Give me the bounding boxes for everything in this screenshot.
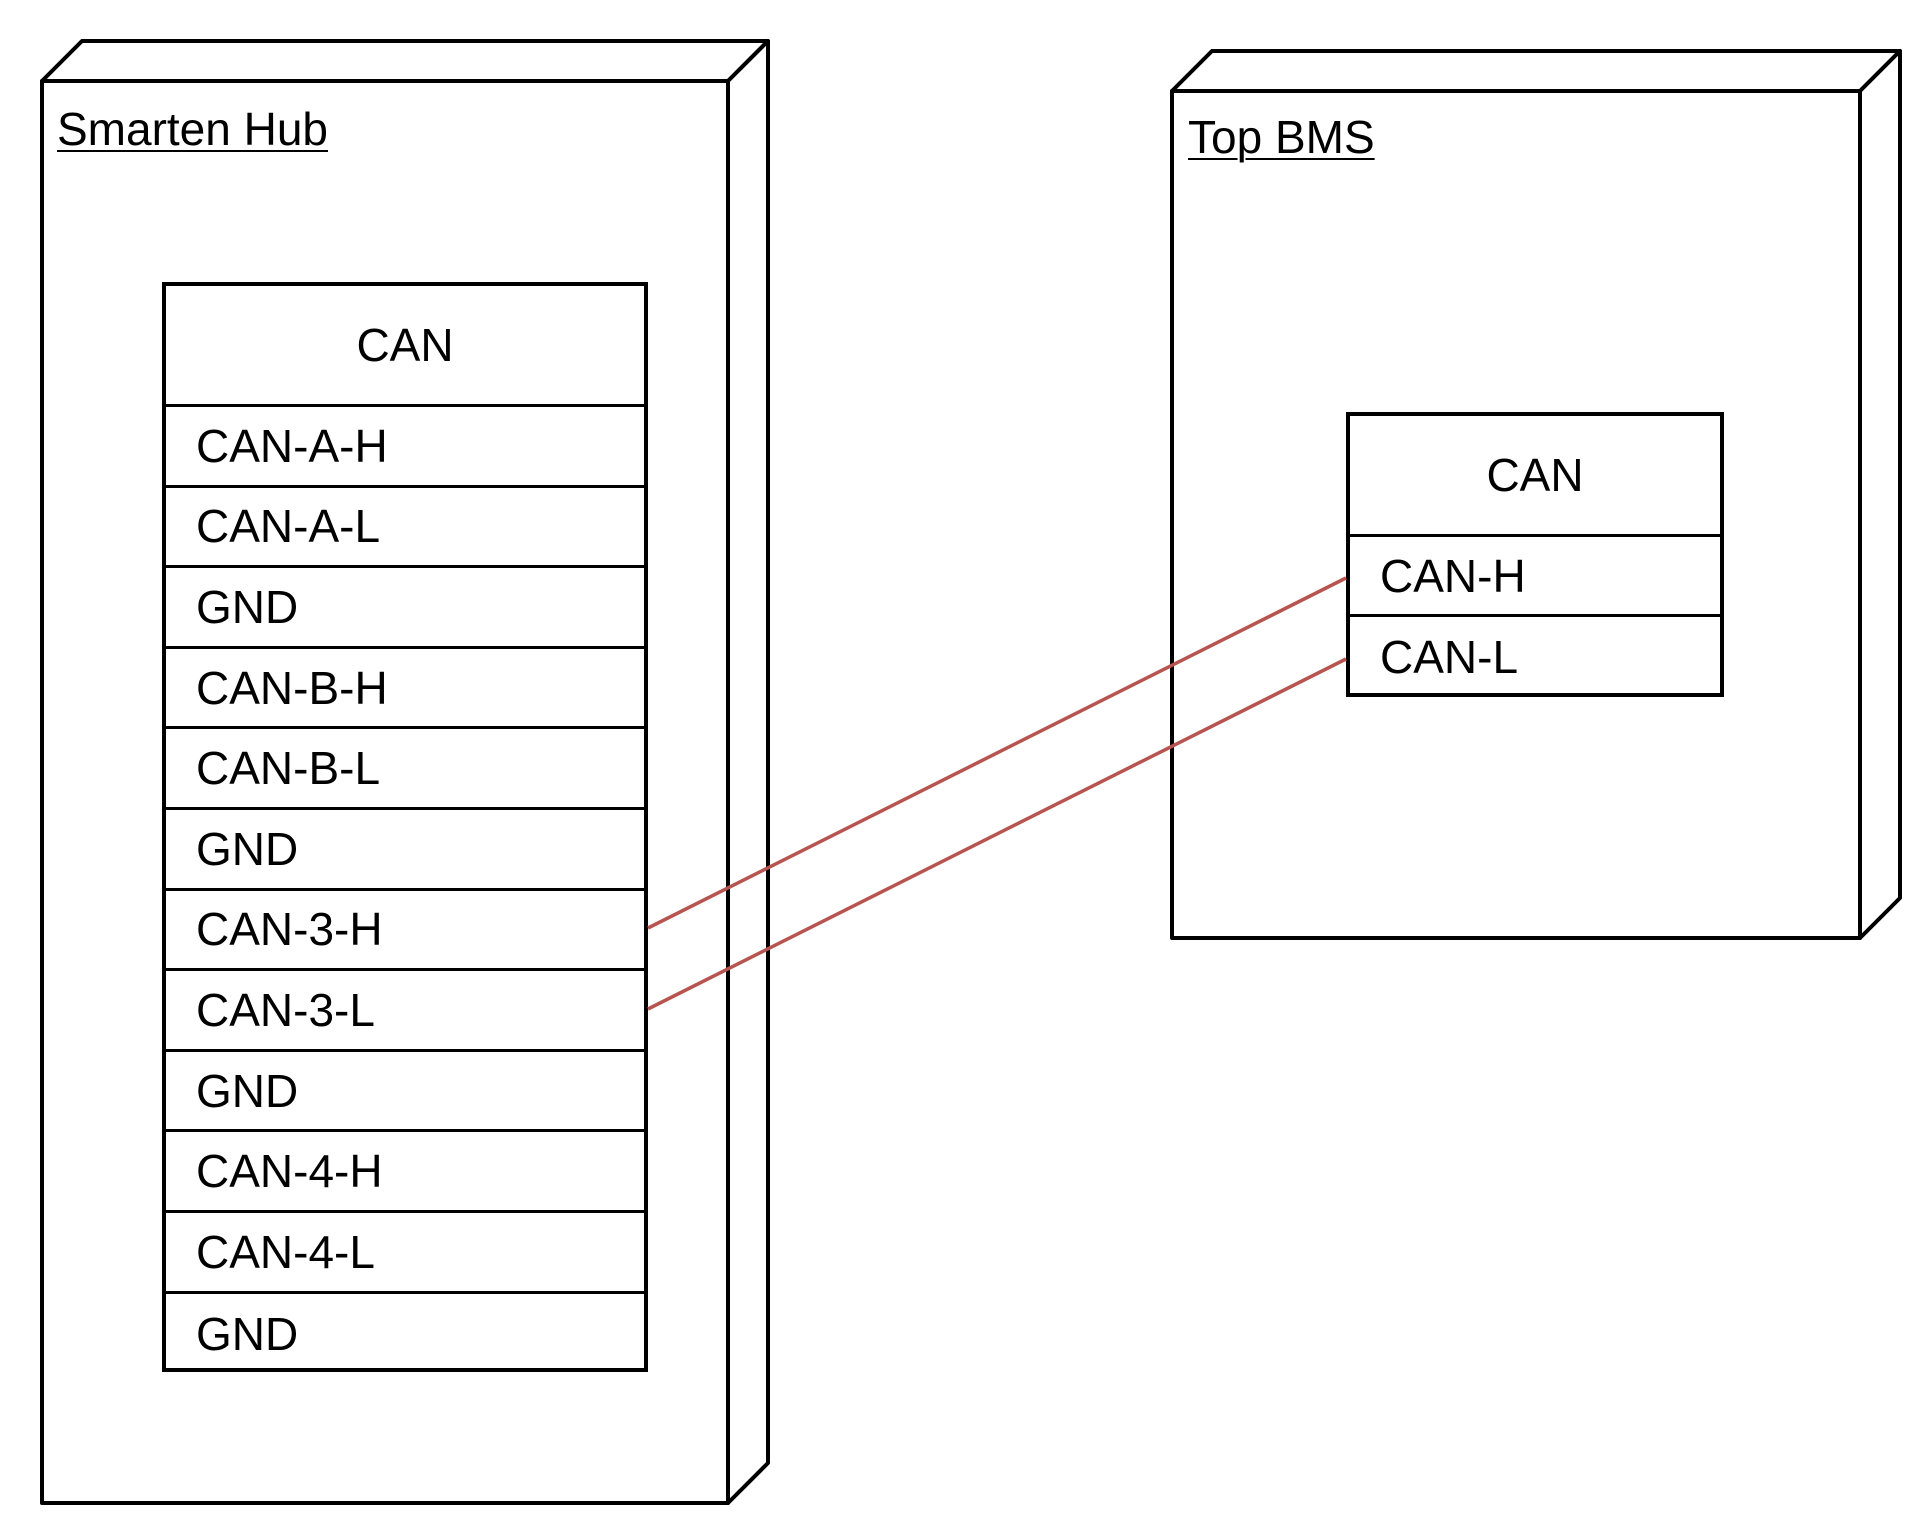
pin-gnd-2[interactable]: GND (166, 810, 644, 891)
pin-can-3-h[interactable]: CAN-3-H (166, 891, 644, 972)
pin-can-4-h[interactable]: CAN-4-H (166, 1132, 644, 1213)
pin-gnd-4[interactable]: GND (196, 1307, 299, 1360)
bms-can-component[interactable]: CAN CAN-H CAN-L (1346, 412, 1724, 697)
pin-can-a-h[interactable]: CAN-A-H (166, 407, 644, 488)
pin-can-b-h[interactable]: CAN-B-H (166, 649, 644, 730)
pin-gnd-1[interactable]: GND (166, 568, 644, 649)
hub-can-header: CAN (166, 286, 644, 407)
pin-gnd-3[interactable]: GND (166, 1052, 644, 1133)
pin-can-b-l[interactable]: CAN-B-L (166, 729, 644, 810)
pin-can-l[interactable]: CAN-L (1380, 631, 1519, 683)
pin-can-h[interactable]: CAN-H (1350, 537, 1720, 617)
pin-can-a-l[interactable]: CAN-A-L (166, 488, 644, 569)
node-title-smarten-hub: Smarten Hub (57, 103, 329, 155)
node-title-top-bms: Top BMS (1188, 111, 1375, 163)
pin-can-3-l[interactable]: CAN-3-L (166, 971, 644, 1052)
bms-can-header: CAN (1350, 416, 1720, 537)
hub-can-component[interactable]: CAN CAN-A-H CAN-A-L GND CAN-B-H CAN-B-L … (162, 282, 648, 1372)
pin-can-4-l[interactable]: CAN-4-L (166, 1213, 644, 1294)
